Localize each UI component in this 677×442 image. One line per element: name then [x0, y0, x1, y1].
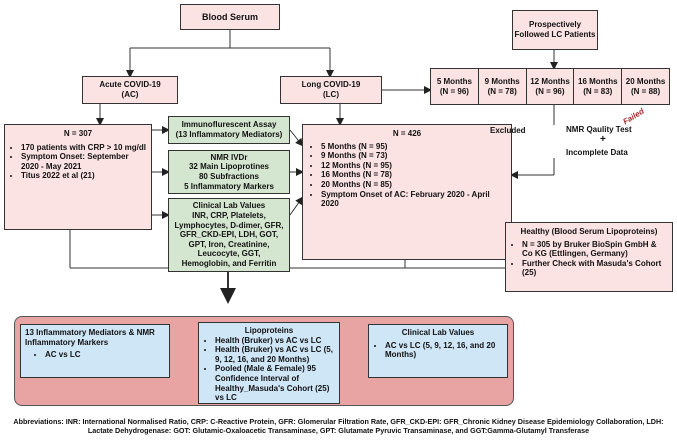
nmr-ivdr-box: NMR IVDr 32 Main Lipoprotines 80 Subfrac… [168, 150, 290, 194]
nmr-line: 5 Inflammatory Markers [184, 181, 274, 191]
month-n: (N = 88) [631, 86, 661, 96]
result-right-item: AC vs LC (5, 9, 12, 16, and 20 Months) [385, 341, 503, 360]
ac-n: N = 307 [63, 129, 93, 138]
lc-item: 16 Months (N = 78) [321, 170, 505, 180]
prospective-box: Prospectively Followed LC Patients [512, 10, 598, 50]
month-n: (N = 83) [583, 86, 613, 96]
healthy-item: Further Check with Masuda's Cohort (25) [522, 259, 668, 278]
lc-item: Symptom Onset of AC: February 2020 - Apr… [321, 190, 505, 209]
clinical-body: INR, CRP, Platelets, Lymphocytes, D-dime… [174, 211, 284, 268]
lc-details-box: N = 426 5 Months (N = 95) 9 Months (N = … [302, 124, 512, 260]
healthy-box: Healthy (Blood Serum Lipoproteins) N = 3… [505, 222, 673, 292]
immuno-sub: (13 Inflammatory Mediators) [175, 130, 283, 139]
month-label: 5 Months [436, 76, 472, 86]
immuno-assay-box: Immunoflurescent Assay (13 Inflammatory … [168, 116, 290, 144]
long-title: Long COVID-19 [301, 80, 361, 90]
result-right-title: Clinical Lab Values [401, 328, 475, 337]
ac-item: Symptom Onset: September 2020 - May 2021 [21, 152, 147, 171]
months-row: 5 Months (N = 96) 9 Months (N = 78) 12 M… [430, 68, 670, 105]
month-cell: 16 Months (N = 83) [574, 69, 623, 104]
result-mid-items: Health (Bruker) vs AC vs LC Health (Bruk… [203, 336, 335, 403]
healthy-item: N = 305 by Bruker BioSpin GmbH & Co KG (… [522, 240, 668, 259]
acute-covid-box: Acute COVID-19 (AC) [82, 76, 178, 104]
nmr-line: 80 Subfractions [198, 172, 259, 181]
month-cell: 12 Months (N = 96) [527, 69, 575, 104]
ac-item: Titus 2022 et al (21) [21, 171, 147, 181]
nmr-line: 32 Main Lipoprotines [188, 162, 269, 172]
ac-item: 170 patients with CRP > 10 mg/dl [21, 143, 147, 153]
result-inflammatory-box: 13 Inflammatory Mediators & NMR Inflamma… [20, 324, 170, 378]
excluded-label: Excluded [490, 126, 526, 135]
nmr-test-label: NMR Qaulity Test [566, 125, 632, 134]
clinical-title: Clinical Lab Values [192, 201, 266, 211]
blood-serum-box: Blood Serum [180, 4, 280, 30]
clinical-lab-box: Clinical Lab Values INR, CRP, Platelets,… [168, 198, 290, 272]
month-cell: 5 Months (N = 96) [431, 69, 479, 104]
lc-n: N = 426 [392, 129, 422, 138]
month-label: 16 Months [578, 76, 618, 86]
month-n: (N = 96) [439, 86, 469, 96]
result-right-items: AC vs LC (5, 9, 12, 16, and 20 Months) [373, 341, 503, 360]
lc-item: 12 Months (N = 95) [321, 161, 505, 171]
healthy-title: Healthy (Blood Serum Lipoproteins) [520, 227, 658, 236]
month-n: (N = 78) [487, 86, 517, 96]
lc-item: 20 Months (N = 85) [321, 180, 505, 190]
long-abbr: (LC) [323, 90, 339, 99]
result-left-item: AC vs LC [45, 350, 165, 360]
month-label: 9 Months [484, 76, 520, 86]
lc-item: 9 Months (N = 73) [321, 151, 505, 161]
result-clinical-box: Clinical Lab Values AC vs LC (5, 9, 12, … [368, 324, 508, 378]
result-left-title: 13 Inflammatory Mediators & NMR Inflamma… [25, 328, 155, 347]
ac-items: 170 patients with CRP > 10 mg/dl Symptom… [9, 143, 147, 181]
blood-serum-label: Blood Serum [201, 11, 258, 22]
month-label: 12 Months [530, 76, 570, 86]
prospective-label: Prospectively Followed LC Patients [514, 20, 596, 39]
result-mid-item: Health (Bruker) vs AC vs LC [215, 336, 335, 346]
abbreviations-footnote: Abbreviations: INR: International Normal… [13, 417, 664, 435]
month-label: 20 Months [625, 76, 666, 86]
long-covid-box: Long COVID-19 (LC) [280, 76, 382, 104]
month-cell: 20 Months (N = 88) [622, 69, 669, 104]
incomplete-label: Incomplete Data [566, 148, 628, 157]
lc-items: 5 Months (N = 95) 9 Months (N = 73) 12 M… [309, 142, 505, 209]
plus-label: + [600, 134, 606, 145]
result-mid-item: Health (Bruker) vs AC vs LC (5, 9, 12, 1… [215, 345, 335, 364]
acute-title: Acute COVID-19 [99, 80, 161, 90]
result-mid-title: Lipoproteins [244, 326, 294, 335]
month-n: (N = 96) [535, 86, 565, 96]
lc-item: 5 Months (N = 95) [321, 142, 505, 152]
nmr-line: NMR IVDr [210, 152, 248, 162]
acute-abbr: (AC) [121, 90, 139, 99]
ac-details-box: N = 307 170 patients with CRP > 10 mg/dl… [4, 124, 152, 230]
month-cell: 9 Months (N = 78) [479, 69, 527, 104]
result-left-items: AC vs LC [25, 350, 165, 360]
result-lipoproteins-box: Lipoproteins Health (Bruker) vs AC vs LC… [198, 322, 340, 404]
healthy-items: N = 305 by Bruker BioSpin GmbH & Co KG (… [510, 240, 668, 278]
result-mid-item: Pooled (Male & Female) 95 Confidence Int… [215, 364, 335, 402]
immuno-title: Immunoflurescent Assay [181, 120, 277, 130]
